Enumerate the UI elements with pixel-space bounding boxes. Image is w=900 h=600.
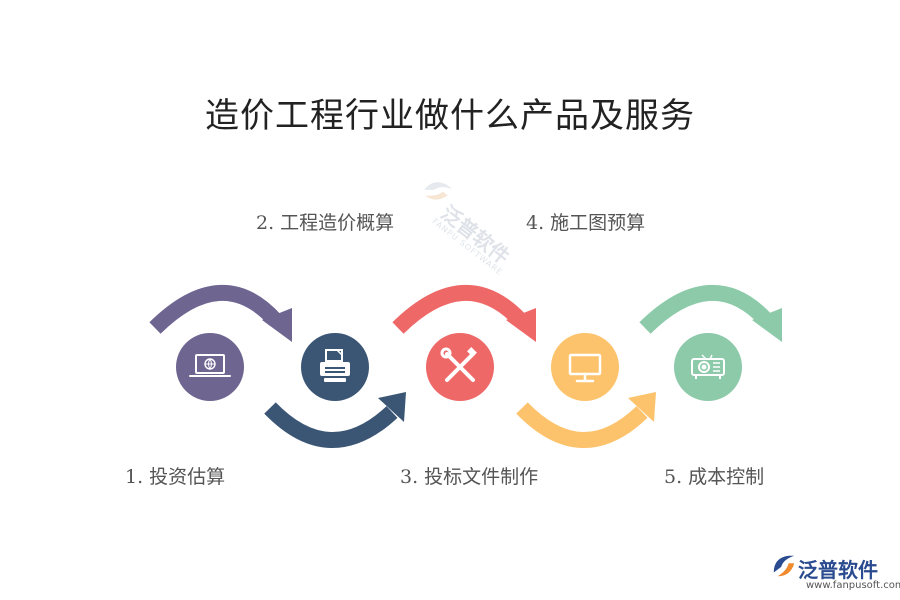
- tools-icon: [440, 347, 477, 382]
- watermark: 泛普软件 FANPU SOFTWARE: [373, 170, 537, 329]
- arrowhead-4: [628, 392, 656, 422]
- arrowhead-5: [752, 308, 782, 342]
- laptop-globe-icon: [189, 354, 231, 377]
- arc-arrow-4: [516, 402, 648, 448]
- monitor-icon: [568, 353, 602, 383]
- arrowhead-2: [378, 392, 406, 422]
- step-circle-4: [551, 333, 619, 401]
- step-label-1: 1. 投资估算: [125, 466, 226, 488]
- arrowhead-3: [506, 308, 536, 342]
- step-label-3: 3. 投标文件制作: [400, 466, 539, 488]
- brand-name: 泛普软件: [798, 558, 878, 582]
- arc-arrow-1: [149, 284, 281, 334]
- brand-logo: 泛普软件 www.fanpusoft.com: [770, 552, 900, 597]
- projector-icon: [691, 354, 725, 379]
- step-circle-1: [176, 333, 244, 401]
- arc-arrow-5: [639, 284, 772, 334]
- fanpu-logo-icon: [424, 182, 453, 200]
- fanpu-brand-icon: [773, 555, 795, 577]
- arc-arrow-3: [392, 284, 526, 334]
- step-label-4: 4. 施工图预算: [526, 212, 646, 234]
- arc-arrow-2: [264, 402, 398, 448]
- step-label-5: 5. 成本控制: [664, 466, 765, 488]
- printer-icon: [320, 349, 350, 382]
- step-label-2: 2. 工程造价概算: [256, 212, 395, 234]
- brand-url: www.fanpusoft.com: [806, 580, 900, 591]
- page-title: 造价工程行业做什么产品及服务: [205, 96, 695, 136]
- arrowhead-1: [262, 308, 292, 342]
